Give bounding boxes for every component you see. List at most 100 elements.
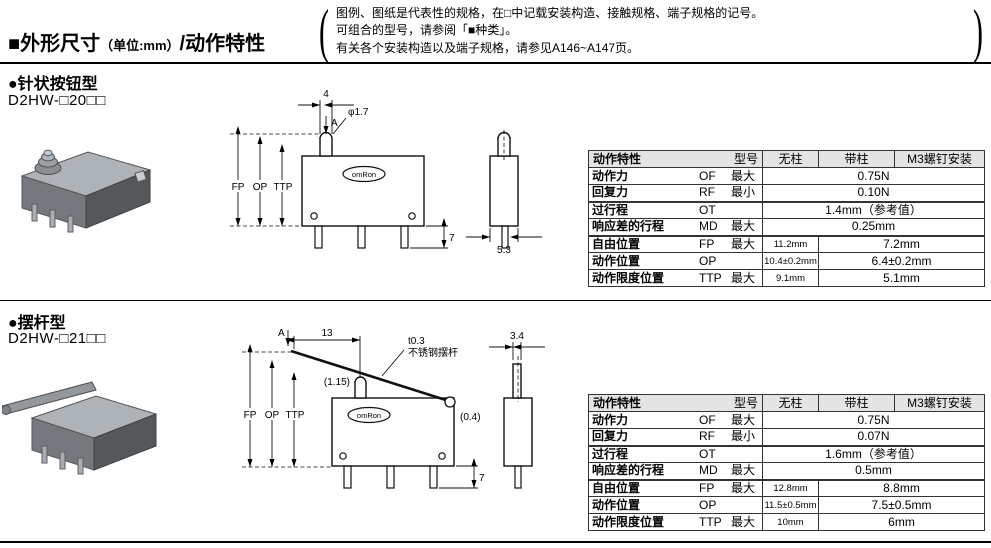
lever-note-material: 不锈钢摆杆 — [408, 346, 458, 359]
dim-label-a: A — [331, 118, 338, 129]
col-header-with-post: 带柱 — [818, 150, 895, 168]
dim-label-3-4: 3.4 — [510, 331, 524, 342]
dim-label-fp: FP — [232, 182, 245, 193]
spec-value-no-post: 11.2mm — [762, 234, 819, 253]
section-divider — [0, 300, 991, 301]
col-header-m3-screw: M3螺钉安装 — [894, 150, 985, 168]
side-latch-illustration — [134, 170, 147, 183]
dim-label-1-15: (1.15) — [324, 377, 350, 388]
dim-label-7: 7 — [449, 233, 455, 244]
title-main: ■外形尺寸 — [8, 33, 101, 55]
spec-value-post-m3: 5.1mm — [818, 269, 985, 287]
spec-value: 0.5mm — [762, 462, 985, 480]
col-header-characteristic: 动作特性 — [593, 151, 642, 166]
product-photo-pin-plunger — [20, 149, 152, 233]
note-line-3: 有关各个安装构造以及端子规格，请参见A146~A147页。 — [335, 40, 640, 55]
holes-and-terminals-outline — [339, 406, 522, 489]
col-header-m3-screw: M3螺钉安装 — [894, 394, 985, 412]
dim-label-13: 13 — [321, 328, 333, 339]
page-title: ■外形尺寸（单位:mm）/动作特性 — [8, 27, 265, 56]
dim-label-ttp: TTP — [286, 410, 305, 421]
spec-value-post-m3: 8.8mm — [818, 478, 985, 497]
paren-open-decoration: ( — [318, 0, 329, 64]
section2-model-number: D2HW-□21□□ — [8, 330, 106, 347]
lever-outline — [290, 349, 456, 408]
dimension-drawing-lever: omRon A — [242, 328, 545, 489]
switch-body-illustration — [30, 395, 158, 471]
lever-illustration — [2, 381, 97, 415]
terminal-pins-illustration — [31, 203, 74, 233]
spec-value: 0.75N — [762, 167, 985, 185]
spec-value: 0.07N — [762, 428, 985, 446]
omron-logo-text: omRon — [357, 411, 381, 420]
dim-label-0-4: (0.4) — [460, 412, 481, 423]
label-backers — [242, 408, 306, 420]
spec-value-no-post: 9.1mm — [762, 269, 819, 287]
dim-label-5-3: 5.3 — [497, 245, 511, 256]
note-line-1: 图例、图纸是代表性的规格，在□中记载安装构造、接触规格、端子规格的记号。 — [335, 5, 764, 20]
spec-value-post-m3: 6.4±0.2mm — [818, 252, 985, 270]
col-header-no-post: 无柱 — [762, 394, 819, 412]
terminal-pins-illustration — [41, 445, 84, 475]
spec-value: 1.6mm（参考值） — [762, 444, 985, 463]
front-and-side-view-outline — [301, 131, 519, 227]
table-header-row: 动作特性型号 无柱 带柱 M3螺钉安装 — [588, 394, 985, 412]
col-header-characteristic: 动作特性 — [593, 395, 642, 410]
header-characteristic-model: 动作特性 型号 — [588, 150, 763, 168]
spec-value: 0.25mm — [762, 218, 985, 236]
switch-body-illustration — [20, 151, 152, 229]
dim-label-a: A — [278, 328, 285, 339]
col-header-with-post: 带柱 — [818, 394, 895, 412]
dim-label-op: OP — [253, 182, 268, 193]
spec-value-no-post: 11.5±0.5mm — [762, 496, 819, 514]
dim-label-op: OP — [265, 410, 280, 421]
dim-label-7: 7 — [479, 473, 485, 484]
dim-label-ttp: TTP — [274, 182, 293, 193]
page-bottom-rule — [0, 541, 991, 543]
col-header-no-post: 无柱 — [762, 150, 819, 168]
reference-lines — [242, 351, 519, 468]
spec-value-no-post: 12.8mm — [762, 478, 819, 497]
spec-value: 1.4mm（参考值） — [762, 200, 985, 219]
header-characteristic-model: 动作特性型号 — [588, 394, 763, 412]
dim-label-4: 4 — [323, 89, 329, 100]
note-line-2: 可组合的型号，请参阅「■种类」。 — [335, 23, 518, 38]
holes-and-terminals-outline — [310, 165, 509, 249]
product-photo-lever — [2, 381, 158, 475]
note-text: 图例、图纸是代表性的规格，在□中记载安装构造、接触规格、端子规格的记号。 可组合… — [334, 5, 968, 58]
spec-value: 0.10N — [762, 184, 985, 202]
col-header-model: 型号 — [733, 151, 758, 166]
section2-heading: ●摆杆型 — [8, 315, 66, 332]
paren-close-decoration: ) — [973, 0, 984, 64]
spec-value: 0.75N — [762, 411, 985, 429]
label-backers — [230, 180, 294, 192]
header-divider — [0, 62, 991, 64]
reference-lines — [230, 130, 505, 227]
dimension-lines — [235, 100, 542, 249]
omron-logo-text: omRon — [352, 170, 376, 179]
